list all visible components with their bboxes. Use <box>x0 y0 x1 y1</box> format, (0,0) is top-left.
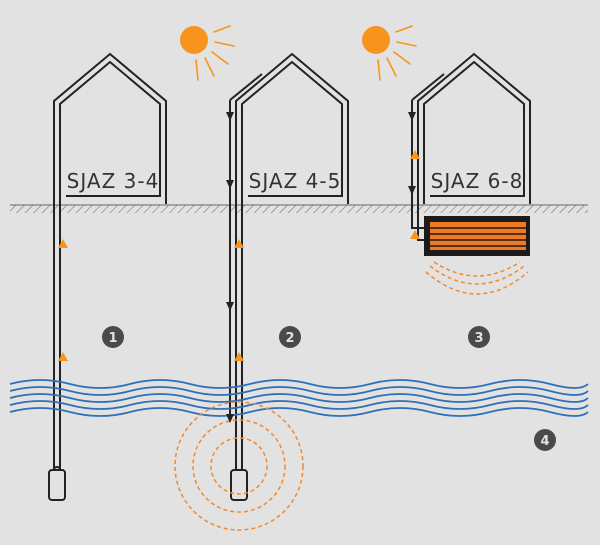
arrow-down-icon <box>226 414 234 423</box>
arrow-up-icon <box>234 352 244 361</box>
arrow-down-icon <box>226 112 234 121</box>
house-1: SJAZ 3-4 <box>53 52 167 204</box>
storage-loop <box>411 73 445 241</box>
house-label: SJAZ 6-8 <box>431 169 524 193</box>
sun-icon <box>362 25 417 81</box>
house-3: SJAZ 6-8 <box>417 52 531 204</box>
arrow-up-icon <box>410 230 420 239</box>
arrow-down-icon <box>408 112 416 121</box>
svg-text:3: 3 <box>474 331 483 346</box>
arrow-down-icon <box>408 186 416 195</box>
house-label: SJAZ 3-4 <box>67 169 160 193</box>
house-2: SJAZ 4-5 <box>235 52 349 204</box>
marker-1: 1 <box>102 326 124 348</box>
svg-text:1: 1 <box>108 331 117 346</box>
arrow-up-icon <box>58 352 68 361</box>
house-label: SJAZ 4-5 <box>249 169 342 193</box>
marker-2: 2 <box>279 326 301 348</box>
ground-probe-1 <box>48 204 66 501</box>
svg-text:2: 2 <box>285 331 294 346</box>
arrow-down-icon <box>226 180 234 189</box>
sun-icon <box>180 25 235 81</box>
arrow-down-icon <box>226 302 234 311</box>
svg-text:4: 4 <box>540 434 549 449</box>
ground-line <box>10 204 588 213</box>
arrow-up-icon <box>410 150 420 159</box>
marker-4: 4 <box>534 429 556 451</box>
arrow-up-icon <box>58 239 68 248</box>
ground-probe-2 <box>229 73 263 501</box>
probe-heat-rings <box>174 401 304 531</box>
heat-storage-tank <box>424 216 530 256</box>
marker-3: 3 <box>468 326 490 348</box>
arrow-up-icon <box>234 239 244 248</box>
storage-heat-dispersion <box>425 261 529 295</box>
groundwater-waves <box>9 379 589 417</box>
